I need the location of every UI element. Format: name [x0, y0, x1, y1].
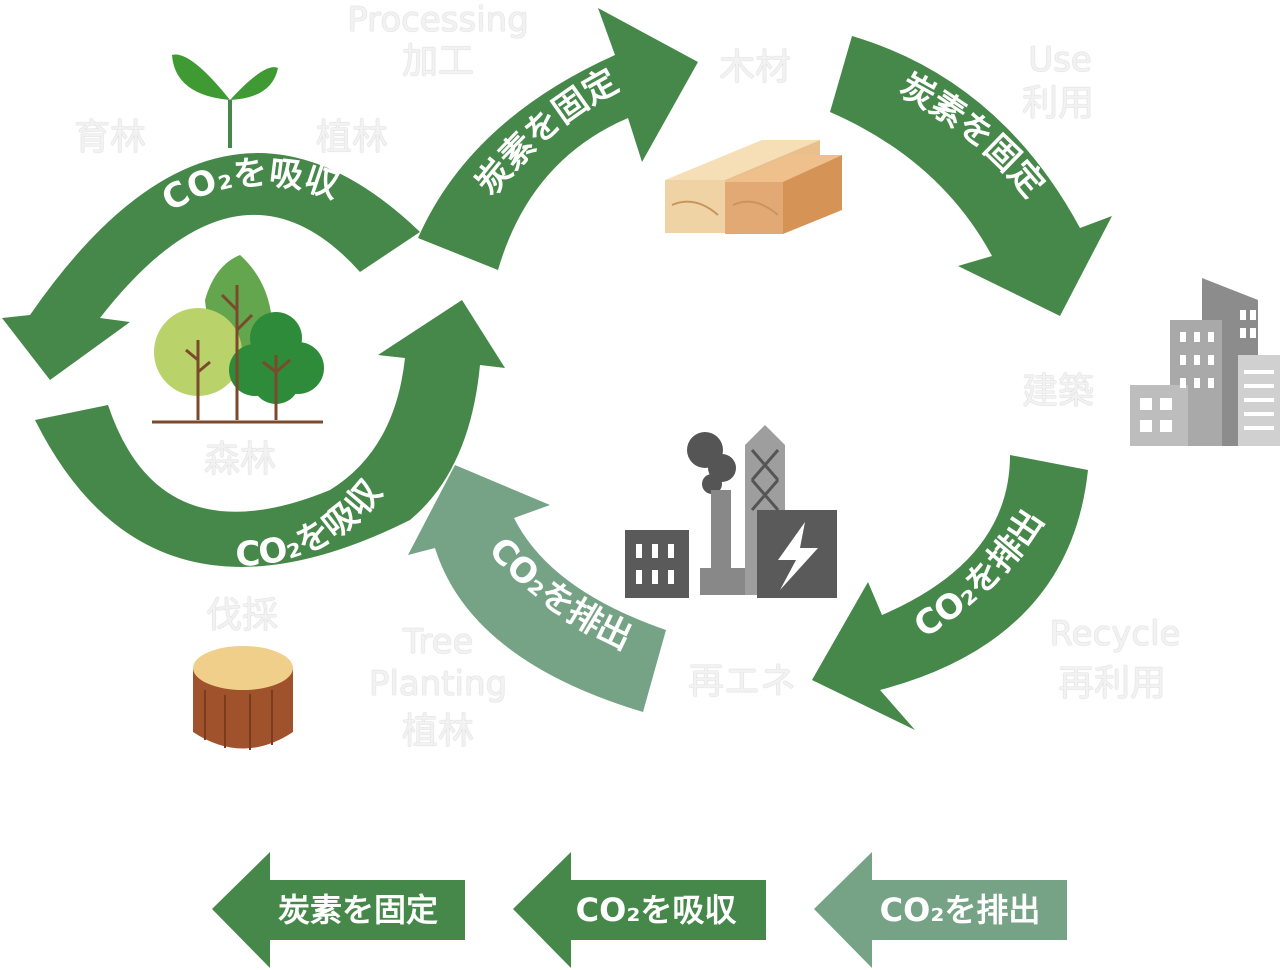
label-plant-top: 植林	[315, 117, 389, 158]
label-recycle-en: Recycle	[1049, 614, 1181, 654]
label-tree-planting-jp: 植林	[401, 711, 475, 752]
arrow-processing-carbon-fix	[418, 8, 698, 270]
forest-trees-icon	[152, 255, 324, 424]
arrow-renewable-emit	[408, 465, 666, 712]
tree-stump-icon	[193, 646, 293, 750]
legend-co2-emit-label: CO₂を排出	[880, 891, 1041, 929]
label-processing-en: Processing	[347, 0, 529, 40]
arrow-recycle-emit	[812, 455, 1088, 730]
label-recycle-jp: 再利用	[1057, 663, 1167, 704]
arrow-use-carbon-fix	[830, 36, 1112, 316]
legend-co2-emit: CO₂を排出	[814, 852, 1067, 968]
legend-carbon-fix-label: 炭素を固定	[278, 891, 438, 929]
arrow-forest-absorb-top	[2, 153, 420, 380]
buildings-icon	[1130, 278, 1280, 446]
lumber-icon	[665, 140, 842, 234]
legend-co2-absorb-label: CO₂を吸収	[576, 891, 737, 929]
power-plant-icon	[625, 425, 837, 598]
arrow-forest-absorb-bottom	[35, 300, 505, 567]
label-nurture: 育林	[73, 117, 147, 158]
label-use-jp: 利用	[1021, 83, 1095, 124]
sprout-icon	[172, 54, 278, 148]
label-processing-jp: 加工	[401, 41, 475, 82]
legend-carbon-fix: 炭素を固定	[212, 852, 465, 968]
label-use-en: Use	[1028, 40, 1092, 80]
label-tree-planting-en-1: Tree	[402, 622, 474, 662]
legend-co2-absorb: CO₂を吸収	[513, 852, 766, 968]
label-construction: 建築	[1021, 371, 1095, 412]
label-forest: 森林	[203, 439, 277, 480]
label-renewable: 再エネ	[687, 661, 797, 702]
label-wood: 木材	[718, 47, 792, 88]
label-tree-planting-en-2: Planting	[368, 664, 508, 704]
label-felling: 伐採	[205, 595, 279, 636]
arrow-processing-label: 炭素を固定	[468, 61, 625, 203]
